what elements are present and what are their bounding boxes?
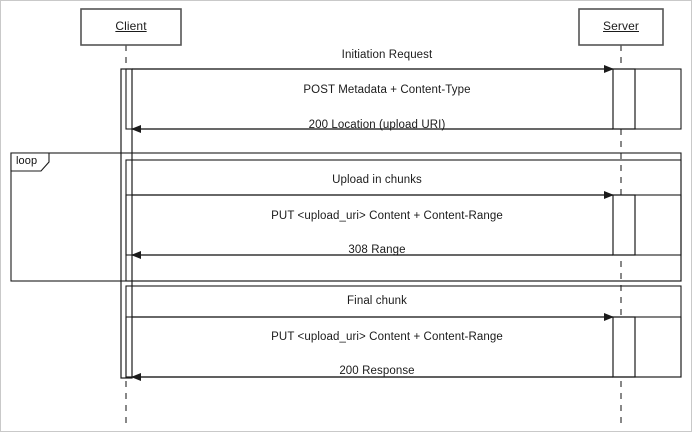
activation-bar-server-initiation — [612, 68, 636, 130]
loop-fragment-label: loop — [16, 155, 38, 167]
activation-bar-server-final — [612, 316, 636, 378]
actor-label-client: Client — [115, 19, 147, 33]
group-header-upload-in-chunks: Upload in chunks — [332, 174, 422, 186]
loop-fragment-tab — [10, 152, 50, 172]
group-header-final-chunk: Final chunk — [347, 295, 407, 307]
message-label-200-response: 200 Response — [339, 365, 415, 377]
message-label-put-final-chunk: PUT <upload_uri> Content + Content-Range — [271, 331, 503, 343]
activation-bar-server-chunk — [612, 194, 636, 256]
actor-label-server: Server — [603, 19, 639, 33]
message-label-post-metadata: POST Metadata + Content-Type — [303, 84, 471, 96]
group-band-upload-chunks-outer — [125, 159, 682, 282]
message-label-put-chunk: PUT <upload_uri> Content + Content-Range — [271, 210, 503, 222]
group-header-initiation-request: Initiation Request — [341, 49, 433, 61]
actor-box-client — [80, 8, 182, 46]
message-label-200-location: 200 Location (upload URI) — [308, 119, 446, 131]
message-label-308-range: 308 Range — [348, 244, 406, 256]
actor-box-server — [578, 8, 664, 46]
